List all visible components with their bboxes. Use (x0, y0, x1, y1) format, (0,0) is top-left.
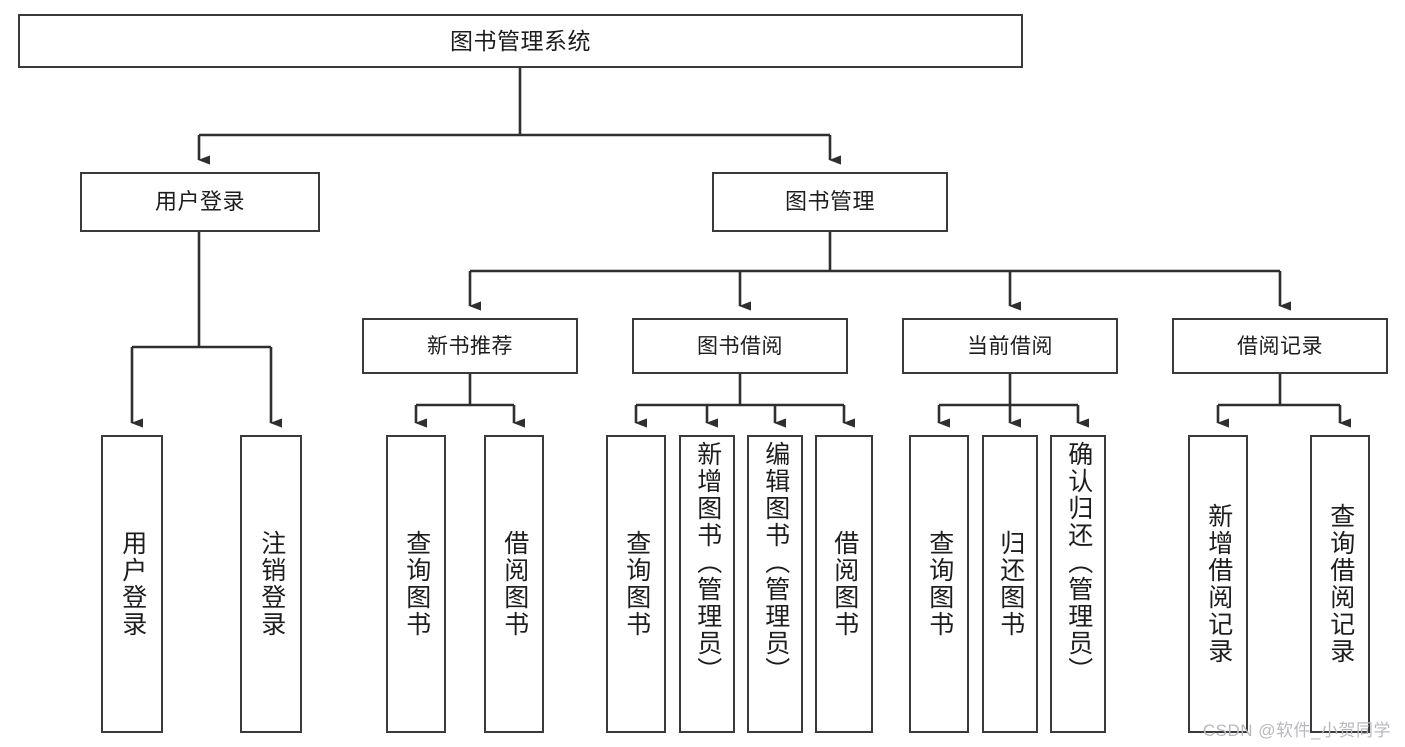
node-book-management-label: 图书管理 (784, 189, 875, 214)
node-user-login[interactable]: 用户登录 (80, 172, 320, 232)
leaf-return-book[interactable]: 归还图书 (982, 435, 1038, 733)
leaf-user-logout[interactable]: 注销登录 (240, 435, 302, 733)
node-new-book-recommend[interactable]: 新书推荐 (362, 318, 578, 374)
leaf-query-book-current-label: 查询图书 (925, 530, 954, 638)
node-current-borrow[interactable]: 当前借阅 (902, 318, 1118, 374)
leaf-confirm-return-admin[interactable]: 确认归还（管理员） (1050, 435, 1106, 733)
leaf-user-login[interactable]: 用户登录 (101, 435, 163, 733)
node-borrow-record-label: 借阅记录 (1237, 334, 1323, 358)
leaf-add-book-admin-label: 新增图书（管理员） (693, 441, 722, 684)
node-root[interactable]: 图书管理系统 (18, 14, 1023, 68)
leaf-confirm-return-admin-label: 确认归还（管理员） (1064, 441, 1093, 684)
leaf-user-login-label: 用户登录 (118, 530, 147, 638)
leaf-borrow-book-recommend-label: 借阅图书 (500, 530, 529, 638)
leaf-edit-book-admin-label: 编辑图书（管理员） (761, 441, 790, 684)
node-current-borrow-label: 当前借阅 (967, 334, 1053, 358)
node-book-management[interactable]: 图书管理 (712, 172, 948, 232)
csdn-watermark: CSDN @软件_小贺同学 (1202, 721, 1391, 740)
node-borrow-record[interactable]: 借阅记录 (1172, 318, 1388, 374)
leaf-borrow-book-label: 借阅图书 (830, 530, 859, 638)
leaf-query-book-recommend[interactable]: 查询图书 (386, 435, 446, 733)
leaf-query-borrow-record-label: 查询借阅记录 (1326, 503, 1355, 665)
node-root-label: 图书管理系统 (450, 27, 591, 54)
leaf-query-book-borrow[interactable]: 查询图书 (606, 435, 666, 733)
leaf-query-book-recommend-label: 查询图书 (402, 530, 431, 638)
leaf-return-book-label: 归还图书 (996, 530, 1025, 638)
node-book-borrow[interactable]: 图书借阅 (632, 318, 848, 374)
leaf-user-logout-label: 注销登录 (257, 530, 286, 638)
leaf-add-book-admin[interactable]: 新增图书（管理员） (679, 435, 735, 733)
leaf-query-book-borrow-label: 查询图书 (622, 530, 651, 638)
leaf-query-borrow-record[interactable]: 查询借阅记录 (1310, 435, 1370, 733)
node-book-borrow-label: 图书借阅 (697, 334, 783, 358)
node-user-login-label: 用户登录 (154, 189, 245, 214)
leaf-add-borrow-record[interactable]: 新增借阅记录 (1188, 435, 1248, 733)
node-new-book-recommend-label: 新书推荐 (427, 334, 513, 358)
leaf-add-borrow-record-label: 新增借阅记录 (1204, 503, 1233, 665)
leaf-borrow-book[interactable]: 借阅图书 (815, 435, 873, 733)
leaf-edit-book-admin[interactable]: 编辑图书（管理员） (747, 435, 803, 733)
leaf-borrow-book-recommend[interactable]: 借阅图书 (484, 435, 544, 733)
leaf-query-book-current[interactable]: 查询图书 (909, 435, 969, 733)
